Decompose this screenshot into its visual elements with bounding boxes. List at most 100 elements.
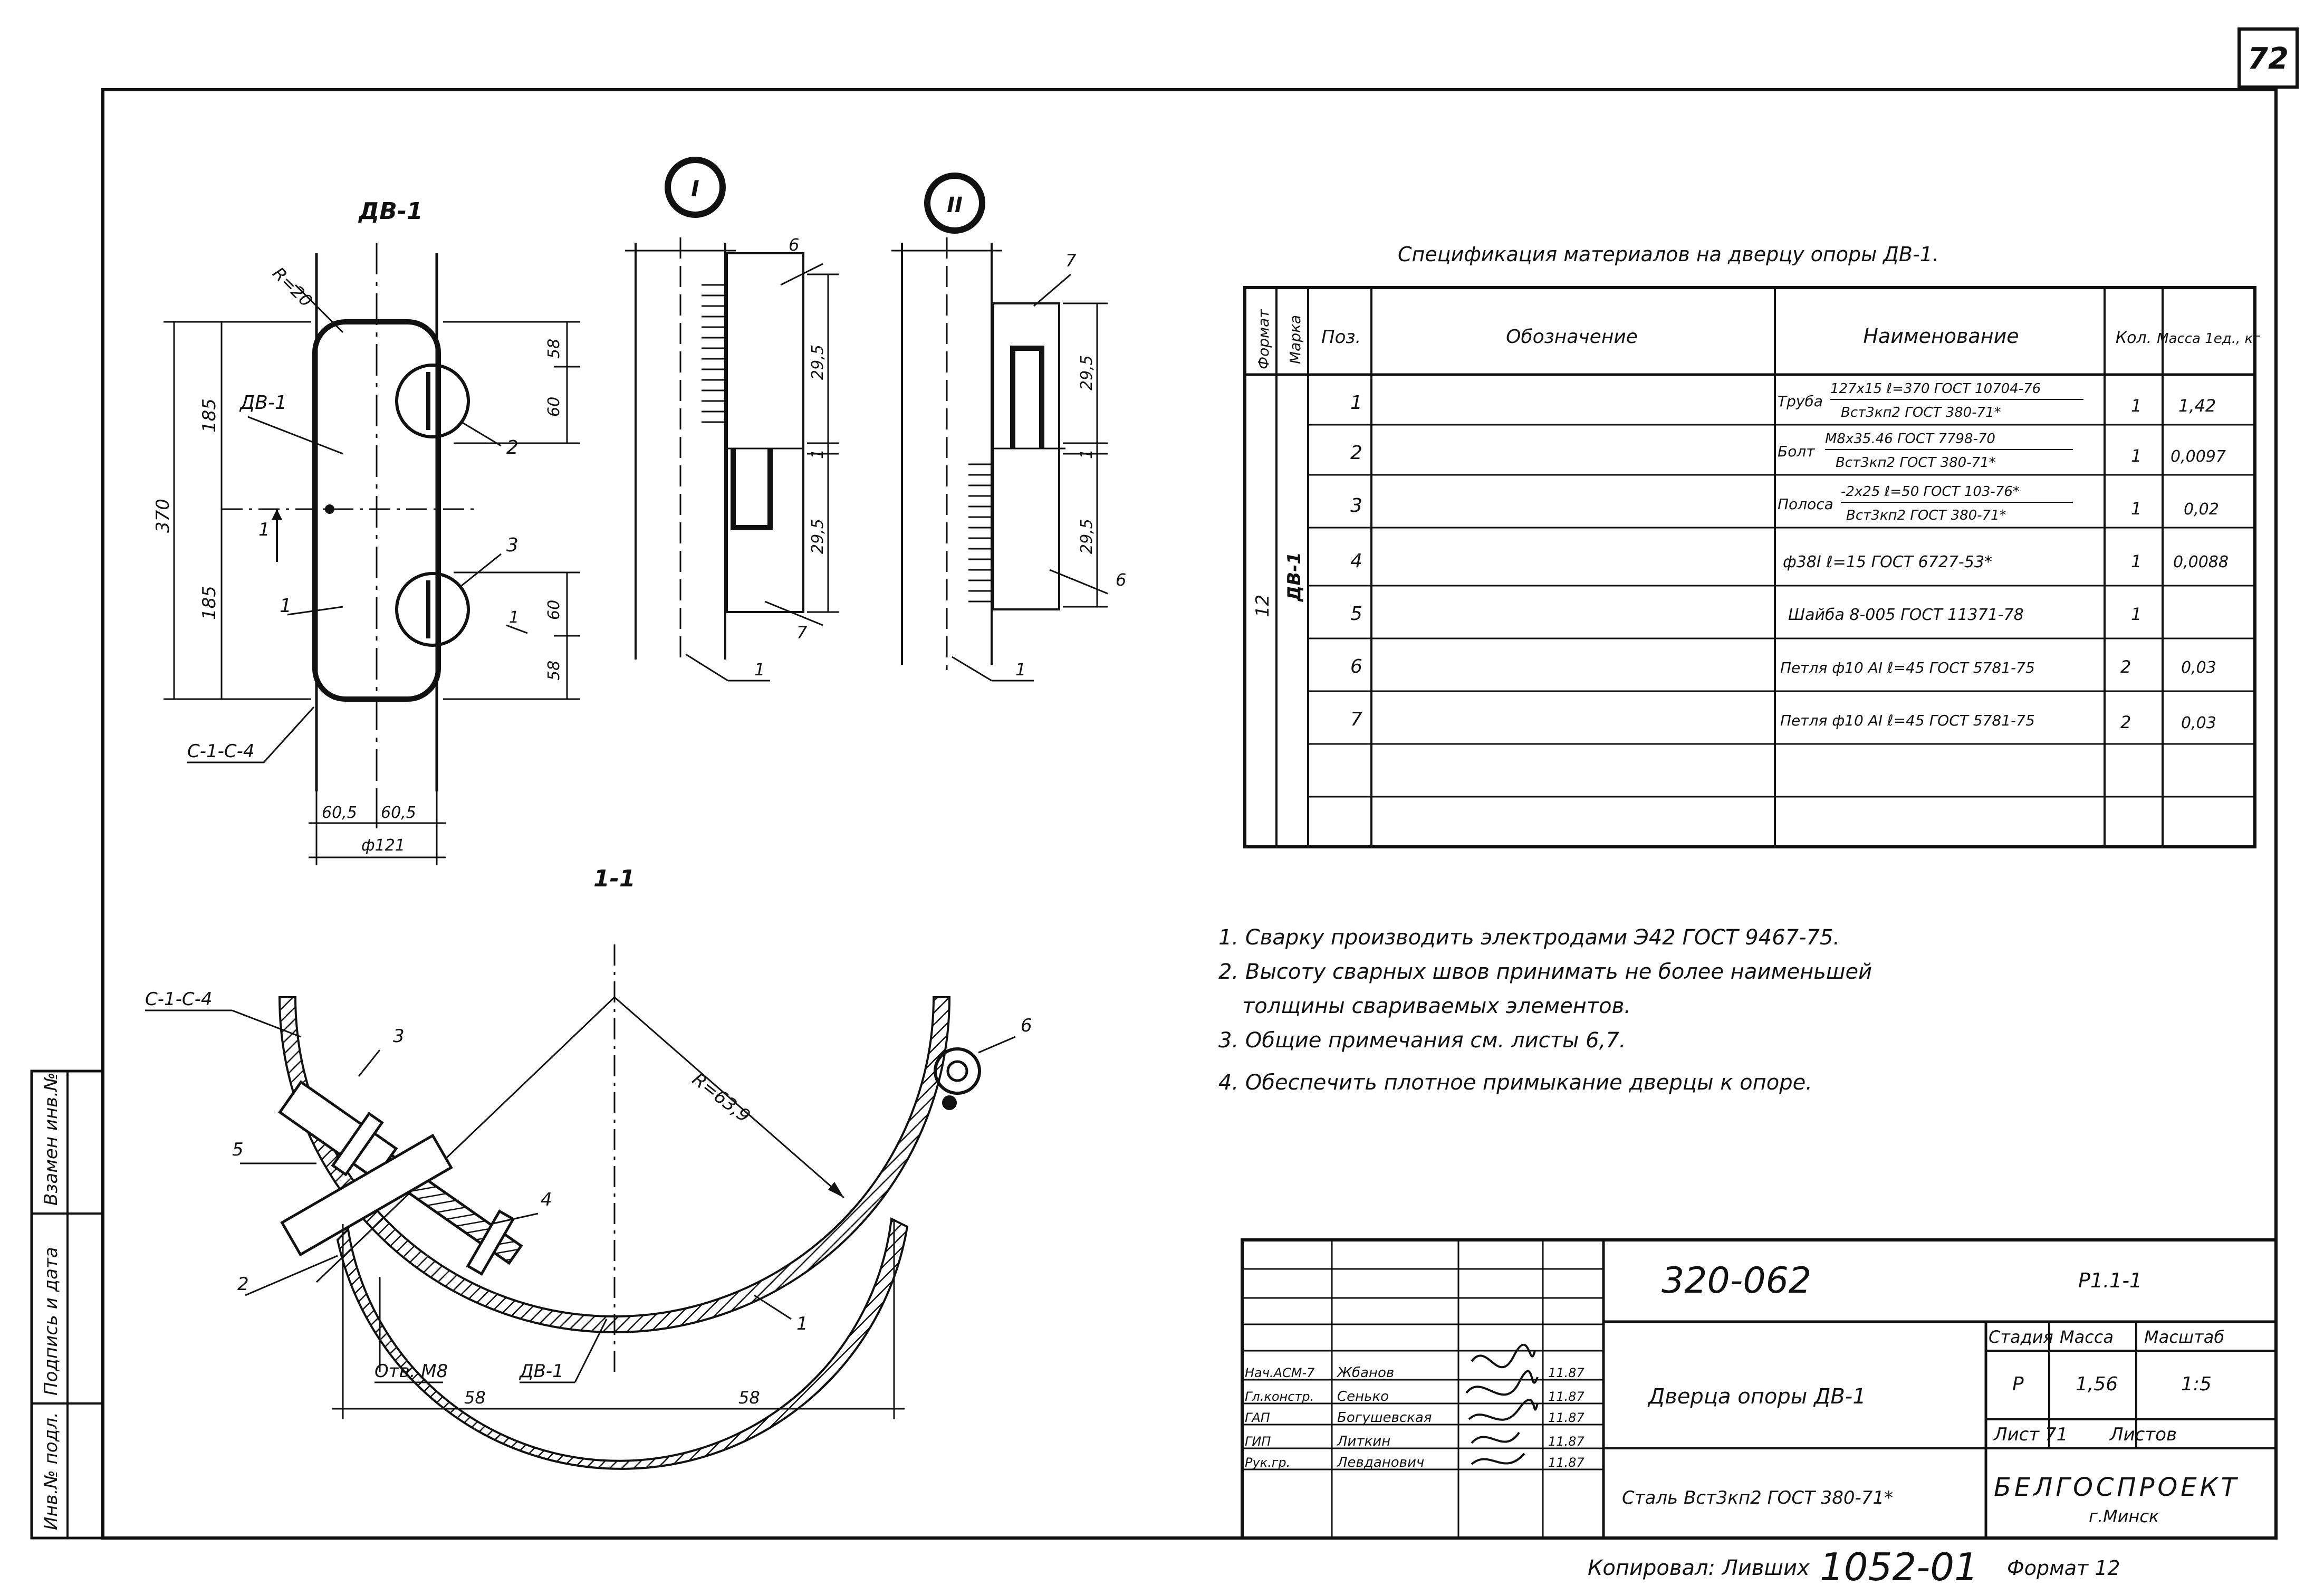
spec-header-designation: Обозначение xyxy=(1506,326,1638,348)
section-door xyxy=(336,1217,909,1470)
spec-row-qty: 2 xyxy=(2120,712,2131,732)
sheet-label: Лист 71 xyxy=(1993,1424,2068,1445)
spec-row: 4 ф38I ℓ=15 ГОСТ 6727-53* 1 0,0088 xyxy=(1350,550,2229,572)
spec-header-mark: Марка xyxy=(1286,315,1304,364)
section-hole: Отв. М8 xyxy=(374,1361,448,1382)
staff-name: Литкин xyxy=(1337,1434,1390,1449)
dim-58-top: 58 xyxy=(545,339,563,359)
staff-name: Богушевская xyxy=(1337,1410,1432,1426)
staff-row: Гл.констр. Сенько 11.87 xyxy=(1245,1389,1584,1405)
detail-I: I 6 7 1 29,5 1 29,5 xyxy=(625,157,839,682)
note-line: 4. Обеспечить плотное примыкание дверцы … xyxy=(1218,1071,1812,1095)
dim-lower-height: 185 xyxy=(199,586,220,620)
detail-II-pos1: 1 xyxy=(1015,660,1026,680)
spec-row-qty: 1 xyxy=(2131,604,2141,624)
spec-row-mass: 0,02 xyxy=(2184,500,2219,519)
staff-name: Жбанов xyxy=(1336,1365,1394,1381)
staff-date: 11.87 xyxy=(1548,1389,1584,1404)
spec-header-pos: Поз. xyxy=(1321,327,1361,348)
drawing-frame xyxy=(101,88,2278,1540)
detail-II-pos6: 6 xyxy=(1116,570,1126,590)
section-pos4: 4 xyxy=(541,1189,552,1210)
staff-date: 11.87 xyxy=(1548,1434,1584,1449)
main-callout-2: 2 xyxy=(506,437,518,459)
spec-row-name-top: ф38I ℓ=15 ГОСТ 6727-53* xyxy=(1783,553,1992,571)
detail-II-dim3: 29,5 xyxy=(1078,519,1096,554)
mass-header: Масса xyxy=(2060,1327,2114,1347)
staff-role: Нач.АСМ-7 xyxy=(1245,1365,1315,1380)
detail-I-label: I xyxy=(691,176,699,202)
detail-II-label: II xyxy=(947,193,963,217)
side-stamp-cell3: Взамен инв.№ xyxy=(41,1073,62,1206)
spec-row: 3 Полоса -2х25 ℓ=50 ГОСТ 103-76* Вст3кп2… xyxy=(1350,484,2219,523)
spec-row-pos: 2 xyxy=(1350,442,1362,464)
spec-row-mass: 1,42 xyxy=(2178,396,2216,416)
spec-row-name-top: Петля ф10 АI ℓ=45 ГОСТ 5781-75 xyxy=(1780,659,2035,676)
spec-row-name-top: 127х15 ℓ=370 ГОСТ 10704-76 xyxy=(1830,381,2041,397)
note-line: толщины свариваемых элементов. xyxy=(1242,994,1631,1018)
main-callout-3: 3 xyxy=(506,534,518,556)
main-weld-label: C-1-С-4 xyxy=(187,741,255,762)
spec-row-prefix: Труба xyxy=(1778,393,1823,410)
signatures xyxy=(1465,1343,1539,1465)
notes: 1. Сварку производить электродами Э42 ГО… xyxy=(1218,925,1872,1095)
note-line: 2. Высоту сварных швов принимать не боле… xyxy=(1218,960,1872,984)
spec-row-qty: 1 xyxy=(2131,551,2141,571)
note-line: 3. Общие примечания см. листы 6,7. xyxy=(1218,1028,1626,1053)
footer: Копировал: Ливших 1052-01 Формат 12 xyxy=(1588,1545,2120,1589)
section-radius: R=63,9 xyxy=(688,1069,754,1127)
spec-row-mass: 0,0097 xyxy=(2171,447,2226,466)
dim-60-top: 60 xyxy=(545,397,563,417)
spec-table: Спецификация материалов на дверцу опоры … xyxy=(1243,243,2260,848)
spec-row: 6 Петля ф10 АI ℓ=45 ГОСТ 5781-75 2 0,03 xyxy=(1350,656,2216,677)
spec-row-pos: 6 xyxy=(1350,656,1362,677)
section-pos5: 5 xyxy=(232,1139,244,1160)
detail-I-pos1: 1 xyxy=(754,660,765,680)
detail-II: II 7 6 1 29,5 1 29,5 xyxy=(891,173,1126,682)
spec-row-prefix: Болт xyxy=(1778,443,1815,460)
section-dim-right: 58 xyxy=(738,1388,760,1408)
section-shell xyxy=(278,996,951,1333)
section-1-1: 1-1 R=63,9 C-1-С-4 3 5 2 xyxy=(145,865,1032,1470)
staff-name: Левданович xyxy=(1337,1455,1424,1470)
spec-row-pos: 7 xyxy=(1350,709,1362,730)
detail-circle-top xyxy=(395,364,470,438)
spec-row-name-bottom: Вст3кп2 ГОСТ 380-71* xyxy=(1846,508,2006,523)
detail-II-dim1: 29,5 xyxy=(1078,355,1096,390)
detail-II-dim2: 1 xyxy=(1078,449,1096,459)
spec-row-qty: 1 xyxy=(2131,396,2141,416)
detail-I-dim2: 1 xyxy=(809,449,827,459)
side-stamp: Инв.№ подл. Подпись и дата Взамен инв.№ xyxy=(30,1069,104,1540)
sheets-label: Листов xyxy=(2109,1424,2177,1445)
section-pos3: 3 xyxy=(393,1026,405,1047)
spec-row-name-top: Шайба 8-005 ГОСТ 11371-78 xyxy=(1788,606,2024,624)
detail-circle-bottom xyxy=(395,572,470,647)
main-db1-label-a: ДВ-1 xyxy=(239,392,287,414)
spec-row-qty: 1 xyxy=(2131,499,2141,519)
page-number-box: 72 xyxy=(2237,27,2299,89)
org-city: г.Минск xyxy=(2089,1506,2159,1526)
staff-name: Сенько xyxy=(1337,1389,1389,1405)
section-pos6: 6 xyxy=(1021,1015,1032,1036)
mass-value: 1,56 xyxy=(2076,1373,2118,1395)
side-stamp-cell1: Инв.№ подл. xyxy=(41,1412,62,1530)
spec-row-qty: 2 xyxy=(2120,657,2131,677)
dim-60-bottom: 60 xyxy=(545,600,563,620)
spec-row: 2 Болт М8х35.46 ГОСТ 7798-70 Вст3кп2 ГОС… xyxy=(1350,431,2226,471)
spec-row-mass: 0,03 xyxy=(2181,658,2216,677)
main-section-mark-2: 1 xyxy=(509,608,519,627)
title-block: Нач.АСМ-7 Жбанов 11.87 Гл.констр. Сенько… xyxy=(1241,1238,2278,1540)
spec-mark-value: ДВ-1 xyxy=(1284,552,1305,602)
staff-role: ГАП xyxy=(1245,1410,1270,1425)
spec-header-mass: Масса 1ед., кг xyxy=(2157,331,2260,347)
dim-total-height: 370 xyxy=(152,499,174,533)
staff-role: Гл.констр. xyxy=(1245,1389,1314,1404)
dim-upper-height: 185 xyxy=(199,398,220,433)
detail-I-pos7: 7 xyxy=(796,623,808,643)
spec-row-name-top: -2х25 ℓ=50 ГОСТ 103-76* xyxy=(1841,484,2020,500)
staff-date: 11.87 xyxy=(1548,1410,1584,1425)
main-view-title: ДВ-1 xyxy=(358,198,423,225)
drawing-name: Дверца опоры ДВ-1 xyxy=(1647,1384,1866,1409)
dim-58-bottom: 58 xyxy=(545,661,563,681)
